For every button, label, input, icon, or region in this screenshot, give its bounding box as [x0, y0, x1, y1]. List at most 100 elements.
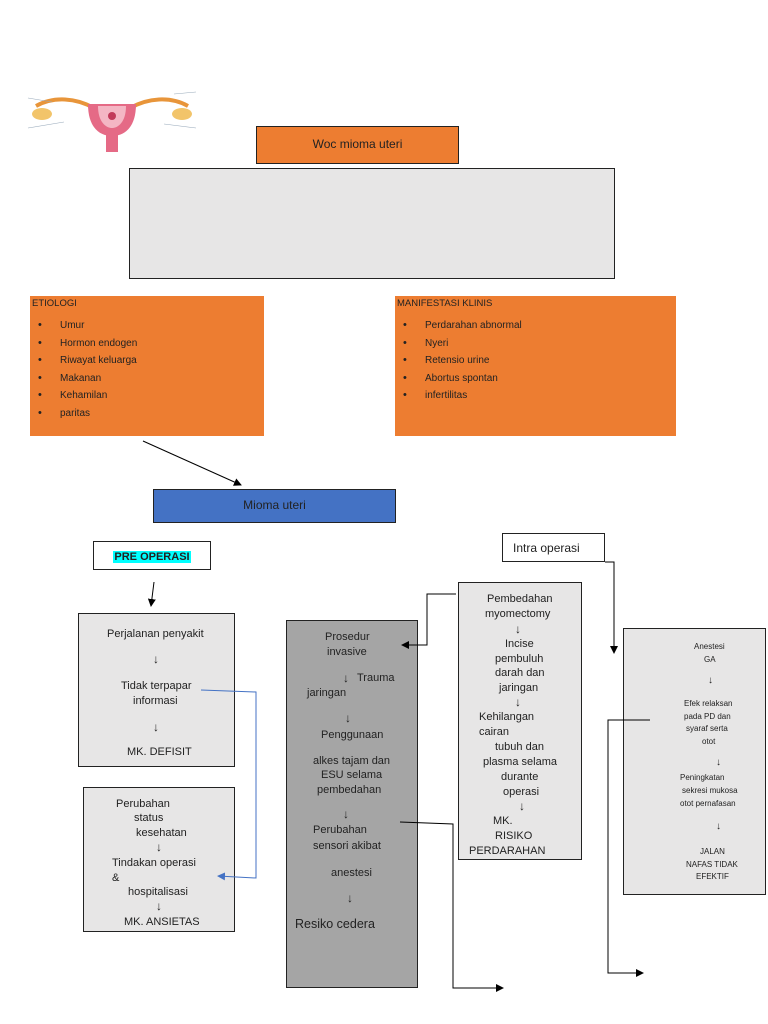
node-text: Prosedur: [325, 631, 370, 643]
uterus-illustration: [27, 91, 197, 152]
list-item: paritas: [32, 405, 264, 423]
title-box: Woc mioma uteri: [256, 126, 459, 164]
connector-line: [399, 821, 504, 992]
arrow-down-icon: ↓: [156, 840, 162, 854]
node-text: operasi: [503, 786, 540, 798]
manifestasi-list: Perdarahan abnormal Nyeri Retensio urine…: [397, 317, 676, 405]
list-item: Umur: [32, 317, 264, 335]
node-text: Perubahan: [116, 798, 170, 810]
node-text: status: [134, 812, 164, 824]
list-item: Perdarahan abnormal: [397, 317, 676, 335]
node-text: tubuh dan: [495, 741, 544, 753]
connector-line: [147, 581, 156, 607]
node-text: Trauma: [357, 672, 395, 684]
node-text: Anestesi: [694, 642, 725, 651]
node-text: JALAN: [700, 847, 725, 856]
risiko-perdarahan-box: Pembedahan myomectomy ↓ Incise pembuluh …: [458, 582, 582, 860]
node-text: alkes tajam dan: [313, 755, 391, 767]
arrow-down-icon: ↓: [347, 891, 353, 905]
node-text: ESU selama: [321, 769, 383, 781]
node-text: pada PD dan: [684, 712, 731, 721]
list-item: Nyeri: [397, 335, 676, 353]
node-text: sensori akibat: [313, 840, 381, 852]
arrow-down-icon: ↓: [153, 652, 159, 666]
intra-operasi-label: Intra operasi: [513, 541, 580, 555]
node-text: pembedahan: [317, 784, 382, 796]
pre-operasi-box: PRE OPERASI: [93, 541, 211, 570]
node-text: Pembedahan: [487, 593, 553, 605]
arrow-down-icon: ↓: [153, 720, 159, 734]
etiologi-box: ETIOLOGI Umur Hormon endogen Riwayat kel…: [30, 296, 264, 436]
node-text: plasma selama: [483, 756, 557, 768]
node-text: Peningkatan: [680, 773, 725, 782]
node-text: Tindakan operasi: [112, 857, 196, 869]
node-text: MK. ANSIETAS: [124, 916, 200, 928]
node-text: jaringan: [307, 687, 347, 699]
node-text: kesehatan: [136, 827, 187, 839]
arrow-down-icon: ↓: [716, 757, 721, 768]
pre-operasi-label: PRE OPERASI: [113, 551, 191, 563]
arrow-down-icon: ↓: [716, 821, 721, 832]
arrow-down-icon: ↓: [708, 675, 713, 686]
node-text: PERDARAHAN: [469, 845, 546, 857]
manifestasi-box: MANIFESTASI KLINIS Perdarahan abnormal N…: [395, 296, 676, 436]
node-text: Tidak terpapar: [121, 680, 192, 692]
arrow-down-icon: ↓: [343, 807, 349, 821]
node-text: pembuluh: [495, 653, 544, 665]
etiologi-list: Umur Hormon endogen Riwayat keluarga Mak…: [32, 317, 264, 422]
node-text: anestesi: [331, 867, 372, 879]
node-text: Kehilangan: [479, 711, 535, 723]
list-item: Abortus spontan: [397, 370, 676, 388]
list-item: Riwayat keluarga: [32, 352, 264, 370]
connector-line: [401, 593, 456, 649]
node-text: GA: [704, 655, 716, 664]
connector-line: [142, 440, 242, 486]
node-text: RISIKO: [495, 830, 533, 842]
node-text: Penggunaan: [321, 729, 384, 741]
arrow-down-icon: ↓: [156, 899, 162, 913]
node-text: MK.: [493, 815, 513, 827]
arrow-down-icon: ↓: [519, 799, 525, 813]
node-text: durante: [501, 771, 539, 783]
node-text: darah dan: [495, 667, 545, 679]
resiko-cedera-box: Prosedur invasive ↓ Trauma jaringan ↓ Pe…: [286, 620, 418, 988]
etiologi-heading: ETIOLOGI: [32, 298, 77, 309]
node-text: sekresi mukosa: [682, 786, 738, 795]
node-text: EFEKTIF: [696, 872, 729, 881]
node-text: syaraf serta: [686, 724, 728, 733]
mioma-uteri-label: Mioma uteri: [243, 498, 306, 512]
arrow-down-icon: ↓: [345, 711, 351, 725]
node-text: MK. DEFISIT: [127, 746, 192, 758]
jalan-nafas-box: Anestesi GA ↓ Efek relaksan pada PD dan …: [623, 628, 766, 895]
list-item: Retensio urine: [397, 352, 676, 370]
arrow-down-icon: ↓: [343, 671, 349, 685]
connector-line: [200, 689, 257, 881]
list-item: Hormon endogen: [32, 335, 264, 353]
ansietas-box: Perubahan status kesehatan ↓ Tindakan op…: [83, 787, 235, 932]
node-text: cairan: [479, 726, 509, 738]
list-item: infertilitas: [397, 387, 676, 405]
connector-line: [607, 719, 650, 977]
manifestasi-heading: MANIFESTASI KLINIS: [397, 298, 493, 309]
node-text: Perubahan: [313, 824, 367, 836]
node-text: myomectomy: [485, 608, 551, 620]
node-text: invasive: [327, 646, 367, 658]
mioma-uteri-box: Mioma uteri: [153, 489, 396, 523]
node-text: otot: [702, 737, 716, 746]
node-text: informasi: [133, 695, 178, 707]
page-title: Woc mioma uteri: [312, 137, 403, 151]
defisit-box: Perjalanan penyakit ↓ Tidak terpapar inf…: [78, 613, 235, 767]
arrow-down-icon: ↓: [515, 622, 521, 636]
intra-operasi-box: Intra operasi: [502, 533, 605, 562]
list-item: Makanan: [32, 370, 264, 388]
node-text: Perjalanan penyakit: [107, 628, 204, 640]
node-text: jaringan: [499, 682, 539, 694]
node-text: otot pernafasan: [680, 799, 736, 808]
node-text: Efek relaksan: [684, 699, 733, 708]
node-text: Incise: [505, 638, 534, 650]
node-text: NAFAS TIDAK: [686, 860, 738, 869]
definition-box: [129, 168, 615, 279]
node-text: Resiko cedera: [295, 917, 375, 931]
connector-line: [605, 561, 618, 654]
